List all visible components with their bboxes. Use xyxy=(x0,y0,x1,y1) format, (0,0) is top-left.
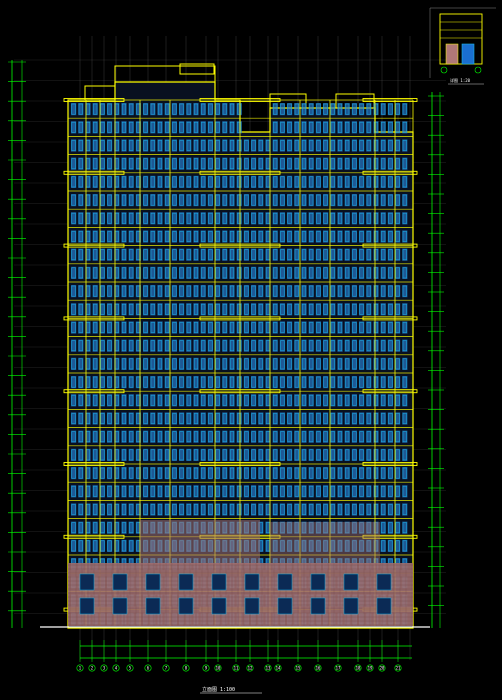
axis-bubble xyxy=(264,664,272,672)
axis-label: 6 xyxy=(147,666,150,671)
axis-bubble xyxy=(294,664,302,672)
axis-bubble xyxy=(76,664,84,672)
drawing-title-block: 立面图 1:100 xyxy=(200,686,262,694)
detail-inset: 详图 1:20 xyxy=(429,7,496,85)
axis-bubble xyxy=(100,664,108,672)
axis-bubble xyxy=(366,664,374,672)
axis-bubble xyxy=(126,664,134,672)
axis-label: 14 xyxy=(276,666,281,671)
axis-label: 21 xyxy=(396,666,401,671)
axis-label: 20 xyxy=(380,666,385,671)
axis-bubble xyxy=(394,664,402,672)
axis-bubble xyxy=(378,664,386,672)
building-facade xyxy=(40,63,430,629)
axis-bubble xyxy=(202,664,210,672)
axis-label: 4 xyxy=(115,666,118,671)
axis-bubble xyxy=(162,664,170,672)
axis-bubble xyxy=(246,664,254,672)
axis-label: 8 xyxy=(185,666,188,671)
drawing-title: 立面图 1:100 xyxy=(202,686,235,693)
axis-bubble xyxy=(274,664,282,672)
axis-bubble xyxy=(112,664,120,672)
axis-label: 10 xyxy=(216,666,221,671)
axis-bubble xyxy=(214,664,222,672)
detail-caption: 详图 1:20 xyxy=(450,77,471,83)
axis-label: 1 xyxy=(79,666,82,671)
axis-label: 7 xyxy=(165,666,168,671)
axis-bubble xyxy=(144,664,152,672)
left-elevation-dimension-chain xyxy=(8,60,26,628)
axis-label: 19 xyxy=(368,666,373,671)
axis-bubble xyxy=(232,664,240,672)
axis-label: 2 xyxy=(91,666,94,671)
axis-label: 3 xyxy=(103,666,106,671)
axis-label: 18 xyxy=(356,666,361,671)
axis-label: 12 xyxy=(248,666,253,671)
axis-bubble xyxy=(88,664,96,672)
axis-bubble xyxy=(354,664,362,672)
right-elevation-dimension-chain xyxy=(428,92,444,628)
axis-bubble xyxy=(182,664,190,672)
axis-bubble xyxy=(314,664,322,672)
axis-label: 9 xyxy=(205,666,208,671)
podium-base-cladding xyxy=(68,520,413,626)
axis-label: 5 xyxy=(129,666,132,671)
axis-label: 17 xyxy=(336,666,341,671)
axis-label: 16 xyxy=(316,666,321,671)
axis-label: 15 xyxy=(296,666,301,671)
axis-label: 13 xyxy=(266,666,271,671)
axis-label: 11 xyxy=(234,666,239,671)
axis-bubble xyxy=(334,664,342,672)
